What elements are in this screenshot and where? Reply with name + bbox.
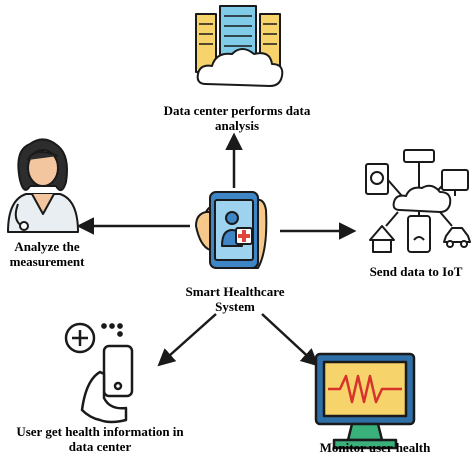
label-iot: Send data to IoT xyxy=(362,264,470,279)
label-iot-line1: Send data to IoT xyxy=(369,264,463,279)
label-analyze-line1: Analyze the xyxy=(14,239,80,254)
label-system-line2: System xyxy=(215,299,255,314)
label-user-info: User get health information in data cent… xyxy=(0,424,200,454)
label-analyze: Analyze the measurement xyxy=(2,239,92,269)
monitor-heartbeat-icon xyxy=(314,352,416,450)
phone-add-icon xyxy=(64,322,134,424)
label-user-info-line2: data center xyxy=(68,439,132,454)
label-analyze-line2: measurement xyxy=(9,254,85,269)
server-cloud-icon xyxy=(195,5,284,87)
label-monitor-line1: Monitor user health xyxy=(319,440,431,455)
arrow-to-monitor xyxy=(261,313,319,367)
arrows xyxy=(76,132,357,367)
label-data-center-line2: analysis xyxy=(214,118,260,133)
phone-hand-icon xyxy=(195,191,268,269)
arrow-to-user-info xyxy=(157,313,217,367)
label-system-line1: Smart Healthcare xyxy=(185,284,285,299)
label-system: Smart Healthcare System xyxy=(180,284,290,314)
iot-network-icon xyxy=(365,149,471,253)
label-data-center-line1: Data center performs data xyxy=(163,103,311,118)
label-user-info-line1: User get health information in xyxy=(16,424,184,439)
label-monitor: Monitor user health xyxy=(308,440,442,455)
doctor-icon xyxy=(7,138,79,233)
label-data-center: Data center performs data analysis xyxy=(152,103,322,133)
